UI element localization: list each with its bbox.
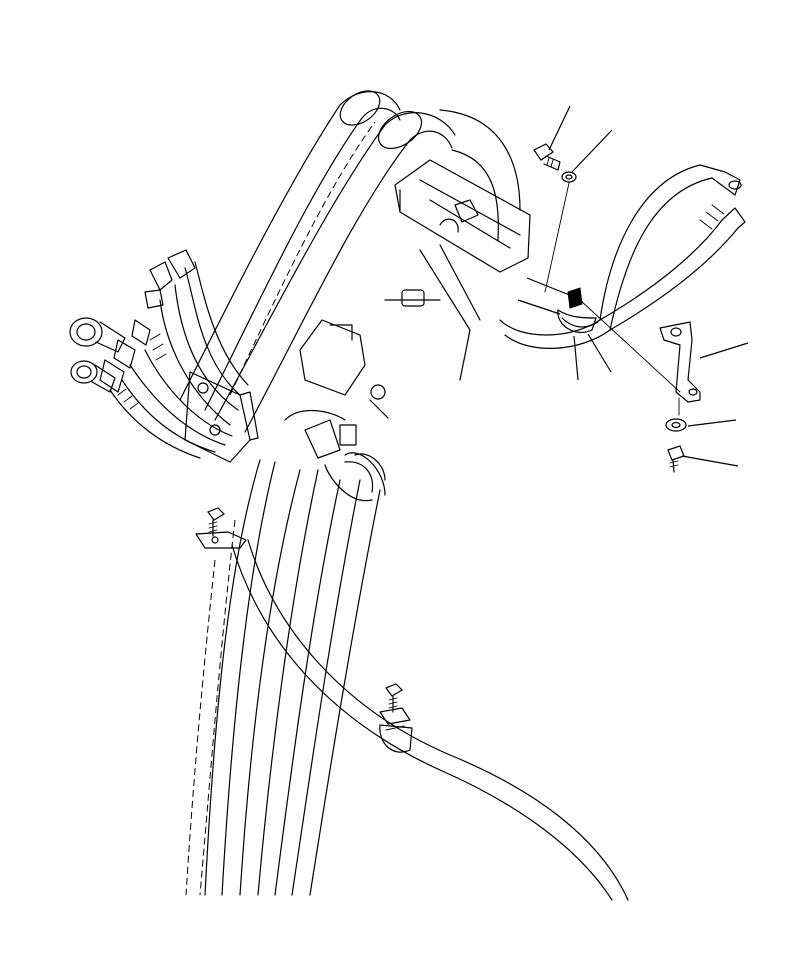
leader-bracket xyxy=(699,342,749,359)
large-upper-hoses xyxy=(179,90,521,433)
callout-leaders xyxy=(517,105,749,467)
valve-block xyxy=(384,159,531,381)
exploded-clamp-assembly xyxy=(533,143,681,393)
left-manifold xyxy=(184,371,259,463)
leader-clamp xyxy=(517,299,561,315)
leader-bolt-upper xyxy=(548,105,571,151)
washer-lower xyxy=(665,418,687,432)
lower-sweep-hose xyxy=(231,539,629,901)
bolt-upper xyxy=(533,143,561,171)
leader-washer-lower xyxy=(687,419,737,427)
bolt-lower xyxy=(667,445,685,473)
clamp xyxy=(557,287,599,333)
leader-bolt-lower xyxy=(681,455,739,467)
leader-clamp-half-right xyxy=(587,333,612,373)
leader-clamp-pad xyxy=(526,277,573,297)
hose-bundle-lower xyxy=(185,452,386,896)
fittings-cluster xyxy=(69,249,249,459)
bracket xyxy=(659,321,701,403)
washer-upper xyxy=(561,171,577,183)
centre-junction xyxy=(284,319,389,493)
lower-bolt-clamp xyxy=(379,683,413,753)
bracket-group xyxy=(659,321,701,473)
leader-clamp-half-left xyxy=(573,335,579,381)
right-small-hose xyxy=(499,164,746,349)
leader-washer-upper xyxy=(571,129,613,173)
left-bolt-clamp xyxy=(195,507,247,549)
